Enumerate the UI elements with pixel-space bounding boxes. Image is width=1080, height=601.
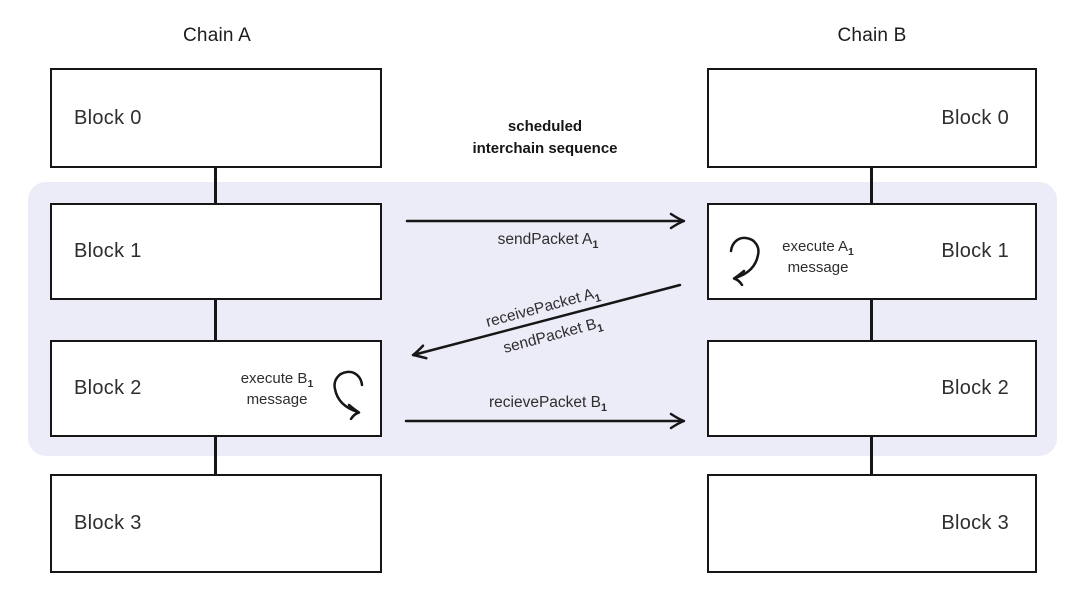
- chain-a-title: Chain A: [183, 25, 251, 46]
- chain-b-connector-0-1: [870, 168, 873, 203]
- sequence-header-line2: interchain sequence: [472, 140, 618, 157]
- exec-b-message-label: execute B1 message: [212, 368, 342, 410]
- exec-b-line2: message: [246, 391, 308, 408]
- chain-a-block-1-label: Block 1: [74, 240, 142, 262]
- sequence-header: scheduled interchain sequence: [435, 116, 655, 160]
- chain-b-title: Chain B: [837, 25, 907, 46]
- exec-b-base: execute B: [240, 370, 308, 387]
- chain-a-block-0: Block 0: [50, 68, 382, 168]
- chain-a-connector-1-2: [214, 300, 217, 340]
- chain-b-block-1: execute A1 message Block 1: [707, 203, 1037, 300]
- receive-a-send-b-arrow: [415, 283, 682, 356]
- chain-b-block-0: Block 0: [707, 68, 1037, 168]
- send-packet-a-base: sendPacket A: [497, 231, 593, 248]
- chain-a-block-3: Block 3: [50, 474, 382, 573]
- receive-packet-b-base: recievePacket B: [488, 394, 601, 411]
- chain-b-block-0-label: Block 0: [941, 106, 1009, 129]
- send-packet-a-subscript: 1: [592, 239, 599, 252]
- chain-b-block-3-label: Block 3: [941, 512, 1009, 534]
- receive-packet-b-label: recievePacket B1: [438, 394, 658, 415]
- chain-b-connector-2-3: [870, 437, 873, 474]
- receive-packet-a-subscript: 1: [593, 291, 603, 306]
- chain-a-connector-0-1: [214, 168, 217, 203]
- exec-b-line1: execute B1: [212, 368, 342, 389]
- chain-a-block-1: Block 1: [50, 203, 382, 300]
- send-packet-a-arrowhead-icon: [669, 212, 686, 230]
- chain-a-connector-2-3: [214, 437, 217, 474]
- exec-a-message-label: execute A1 message: [753, 236, 883, 278]
- receive-a-send-b-arrowhead-icon: [411, 344, 428, 360]
- receive-packet-b-arrowhead-icon: [669, 412, 686, 430]
- chain-a-block-2: Block 2 execute B1 message: [50, 340, 382, 437]
- chain-a-block-0-label: Block 0: [74, 106, 142, 129]
- exec-a-base: execute A: [782, 238, 849, 255]
- chain-b-block-2: Block 2: [707, 340, 1037, 437]
- exec-a-line1: execute A1: [753, 236, 883, 257]
- execute-a-loop-arrow-icon: [729, 236, 760, 286]
- exec-b-subscript: 1: [307, 378, 314, 390]
- sequence-header-line1: scheduled: [507, 118, 583, 135]
- chain-b-block-1-label: Block 1: [941, 240, 1009, 262]
- chain-b-block-3: Block 3: [707, 474, 1037, 573]
- exec-a-line2: message: [787, 259, 849, 276]
- exec-a-subscript: 1: [848, 246, 854, 258]
- chain-a-block-3-label: Block 3: [74, 512, 142, 534]
- chain-b-connector-1-2: [870, 300, 873, 340]
- send-packet-b-subscript: 1: [596, 321, 605, 336]
- send-packet-a-label: sendPacket A1: [448, 231, 648, 252]
- chain-b-block-2-label: Block 2: [941, 377, 1009, 399]
- chain-a-block-2-label: Block 2: [74, 377, 142, 399]
- receive-packet-b-subscript: 1: [600, 402, 608, 415]
- execute-b-loop-arrow-icon: [333, 370, 364, 420]
